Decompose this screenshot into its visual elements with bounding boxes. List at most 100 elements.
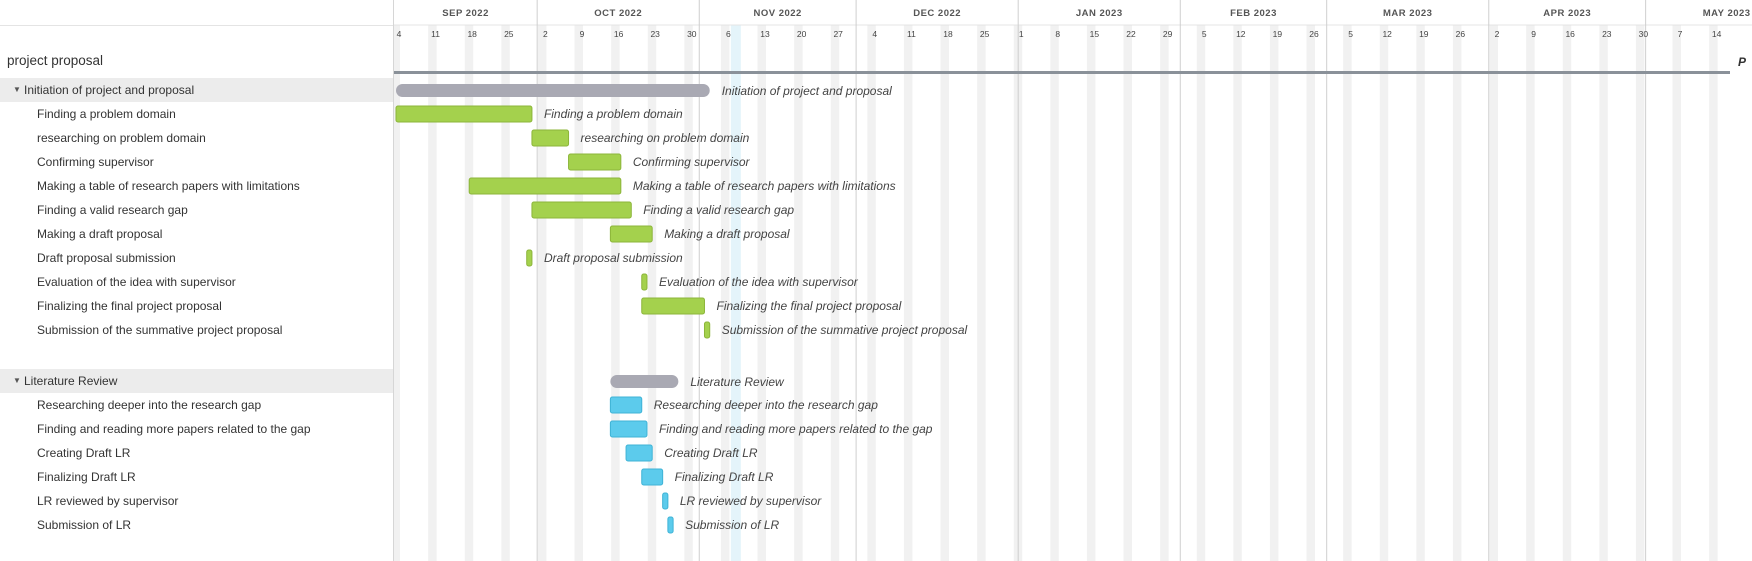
week-day-label: 9 bbox=[1531, 29, 1536, 39]
task-row[interactable]: Researching deeper into the research gap bbox=[0, 393, 393, 417]
task-name: Finding a problem domain bbox=[37, 107, 176, 121]
task-bar[interactable] bbox=[468, 177, 622, 195]
month-label: JAN 2023 bbox=[1076, 8, 1123, 19]
weekend-shade bbox=[684, 25, 693, 561]
group-row[interactable]: ▼Literature Review bbox=[0, 369, 393, 393]
task-bar[interactable] bbox=[641, 273, 648, 291]
task-row[interactable]: Creating Draft LR bbox=[0, 441, 393, 465]
week-day-label: 11 bbox=[907, 29, 916, 39]
month-label: APR 2023 bbox=[1543, 8, 1591, 19]
weekend-shade bbox=[1343, 25, 1352, 561]
project-bar-label: P bbox=[1738, 55, 1747, 69]
group-name: Literature Review bbox=[24, 374, 118, 388]
task-row[interactable]: Evaluation of the idea with supervisor bbox=[0, 270, 393, 294]
month-label: NOV 2022 bbox=[753, 8, 801, 19]
week-day-label: 18 bbox=[943, 29, 953, 39]
weekend-shade bbox=[537, 25, 547, 561]
task-row[interactable]: Making a table of research papers with l… bbox=[0, 174, 393, 198]
project-title[interactable]: project proposal bbox=[7, 53, 104, 68]
task-row[interactable]: Draft proposal submission bbox=[0, 246, 393, 270]
week-day-label: 7 bbox=[1678, 29, 1683, 39]
month-label: MAR 2023 bbox=[1383, 8, 1432, 19]
task-row[interactable]: Finalizing the final project proposal bbox=[0, 294, 393, 318]
weekend-shade bbox=[1452, 25, 1462, 561]
task-row[interactable]: Finding a valid research gap bbox=[0, 198, 393, 222]
task-row[interactable]: Submission of the summative project prop… bbox=[0, 318, 393, 342]
collapse-triangle-icon[interactable]: ▼ bbox=[13, 376, 21, 385]
task-bar[interactable] bbox=[531, 129, 570, 147]
task-bar[interactable] bbox=[625, 444, 653, 462]
week-day-label: 14 bbox=[1712, 29, 1722, 39]
task-row[interactable]: Making a draft proposal bbox=[0, 222, 393, 246]
task-name: Draft proposal submission bbox=[37, 251, 176, 265]
task-list-header bbox=[0, 0, 393, 26]
task-row[interactable]: Finalizing Draft LR bbox=[0, 465, 393, 489]
week-day-label: 2 bbox=[1495, 29, 1500, 39]
month-label: SEP 2022 bbox=[442, 8, 489, 19]
task-bar[interactable] bbox=[609, 225, 653, 243]
weekend-shade bbox=[903, 25, 913, 561]
weekend-shade bbox=[830, 25, 840, 561]
weekend-shade bbox=[1123, 25, 1132, 561]
task-row[interactable]: Submission of LR bbox=[0, 513, 393, 537]
week-day-label: 8 bbox=[1055, 29, 1060, 39]
week-day-label: 5 bbox=[1202, 29, 1207, 39]
month-label: FEB 2023 bbox=[1230, 8, 1277, 19]
group-row[interactable]: ▼Initiation of project and proposal bbox=[0, 78, 393, 102]
task-bar[interactable] bbox=[662, 492, 669, 510]
week-day-label: 4 bbox=[872, 29, 877, 39]
task-row[interactable]: LR reviewed by supervisor bbox=[0, 489, 393, 513]
task-row[interactable]: Finding a problem domain bbox=[0, 102, 393, 126]
task-bar[interactable] bbox=[641, 468, 664, 486]
week-day-label: 20 bbox=[797, 29, 807, 39]
week-day-label: 27 bbox=[833, 29, 843, 39]
task-row[interactable]: Finding and reading more papers related … bbox=[0, 417, 393, 441]
task-name: researching on problem domain bbox=[37, 131, 206, 145]
task-name: LR reviewed by supervisor bbox=[37, 494, 179, 508]
week-day-label: 19 bbox=[1419, 29, 1429, 39]
weekend-shade bbox=[1526, 25, 1535, 561]
group-bar[interactable] bbox=[396, 84, 710, 97]
project-summary-bar[interactable] bbox=[394, 71, 1730, 74]
task-bar[interactable] bbox=[609, 420, 648, 438]
task-bar[interactable] bbox=[526, 249, 533, 267]
group-bar[interactable] bbox=[610, 375, 679, 388]
weekend-shade bbox=[1562, 25, 1572, 561]
task-bar[interactable] bbox=[609, 396, 643, 414]
week-day-label: 23 bbox=[650, 29, 660, 39]
task-bar[interactable] bbox=[568, 153, 622, 171]
week-day-label: 18 bbox=[467, 29, 477, 39]
task-bar[interactable] bbox=[641, 297, 705, 315]
collapse-triangle-icon[interactable]: ▼ bbox=[13, 85, 21, 94]
week-day-label: 16 bbox=[1565, 29, 1575, 39]
task-bar-label: Finding a valid research gap bbox=[643, 203, 794, 217]
week-day-label: 25 bbox=[504, 29, 514, 39]
task-bar-label: LR reviewed by supervisor bbox=[680, 494, 822, 508]
task-bar[interactable] bbox=[667, 516, 674, 534]
task-row[interactable]: researching on problem domain bbox=[0, 126, 393, 150]
task-name: Submission of the summative project prop… bbox=[37, 323, 283, 337]
task-bar-label: Draft proposal submission bbox=[544, 251, 683, 265]
task-bar[interactable] bbox=[703, 321, 711, 339]
task-bar[interactable] bbox=[531, 201, 632, 219]
weekend-shade bbox=[1306, 25, 1315, 561]
weekend-shade bbox=[1196, 25, 1206, 561]
week-day-label: 26 bbox=[1456, 29, 1466, 39]
task-row[interactable]: Confirming supervisor bbox=[0, 150, 393, 174]
task-name: Making a draft proposal bbox=[37, 227, 163, 241]
weekend-shade bbox=[1086, 25, 1096, 561]
week-day-label: 1 bbox=[1019, 29, 1024, 39]
weekend-shade bbox=[940, 25, 949, 561]
task-bar-label: Submission of LR bbox=[685, 518, 779, 532]
task-name: Finalizing Draft LR bbox=[37, 470, 136, 484]
week-day-label: 6 bbox=[726, 29, 731, 39]
weekend-shade bbox=[394, 25, 400, 561]
task-bar-label: Submission of the summative project prop… bbox=[722, 323, 968, 337]
weekend-shade bbox=[647, 25, 657, 561]
weekend-shade bbox=[1160, 25, 1169, 561]
task-bar[interactable] bbox=[395, 105, 533, 123]
task-name: Making a table of research papers with l… bbox=[37, 179, 300, 193]
task-bar-label: Making a draft proposal bbox=[664, 227, 790, 241]
